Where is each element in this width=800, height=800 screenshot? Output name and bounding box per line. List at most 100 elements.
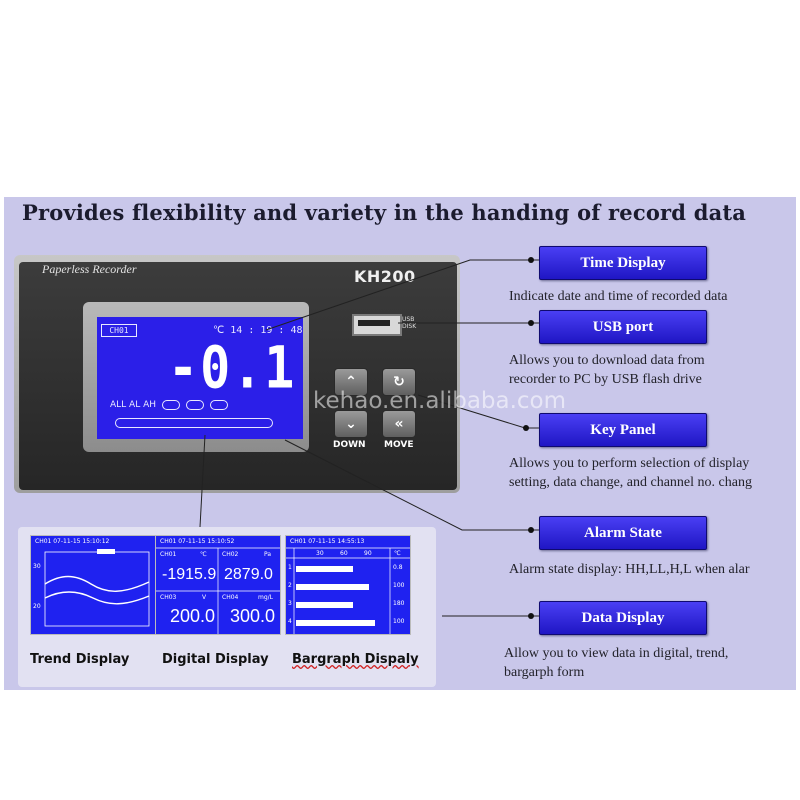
key-panel-button[interactable]: Key Panel [539, 413, 707, 447]
leader-dot-alarm [528, 527, 534, 533]
trend-plot: 30 20 [33, 549, 150, 627]
time-display-text: Indicate date and time of recorded data [509, 287, 727, 306]
headline: Provides flexibility and variety in the … [22, 200, 747, 225]
rotate-key[interactable]: ↻ [382, 368, 416, 396]
usb-label-line: USB [402, 316, 415, 323]
bargraph-row-label: 1 [288, 564, 292, 571]
alarm-indicator [210, 400, 229, 410]
usb-label: USB DISK [402, 316, 416, 330]
bargraph-col-header: 90 [364, 550, 372, 557]
usb-port-button[interactable]: USB port [539, 310, 707, 344]
digital-cell-unit: Pa [264, 551, 272, 558]
lcd-time: ℃ 14 : 19 : 48 [213, 325, 303, 336]
bargraph-bar [296, 620, 375, 626]
leader-line-screen [199, 434, 206, 528]
bargraph-row-label: 4 [288, 618, 292, 625]
trend-header: CH01 07-11-15 15:10:12 [35, 538, 110, 545]
up-key[interactable]: ⌃ [334, 368, 368, 396]
bargraph-display-thumb[interactable]: CH01 07-11-15 14:55:13 30 60 90 ℃ 1 2 3 … [285, 535, 411, 635]
alarm-state-button[interactable]: Alarm State [539, 516, 707, 550]
bargraph-row-label: 3 [288, 600, 292, 607]
digital-display-caption: Digital Display [162, 652, 269, 667]
alarm-label: ALL AL AH [110, 400, 157, 410]
alarm-indicator [186, 400, 205, 410]
callout-line: Allows you to perform selection of displ… [509, 456, 750, 471]
leader-line-time [265, 259, 540, 331]
digital-display-thumb[interactable]: CH01 07-11-15 15:10:52 CH01 ℃ -1915.9 CH… [155, 535, 281, 635]
down-key-label: DOWN [333, 440, 366, 450]
digital-cell-unit: V [202, 594, 207, 601]
bargraph-row-label: 2 [288, 582, 292, 589]
bargraph-grid [286, 547, 410, 634]
bargraph-right-label: 100 [393, 582, 405, 589]
move-key-label: MOVE [384, 440, 414, 450]
digital-header: CH01 07-11-15 15:10:52 [160, 538, 235, 545]
digital-cell-value: 200.0 [170, 606, 216, 626]
callout-line: Allows you to download data from [509, 353, 705, 368]
digital-grid [156, 547, 280, 634]
device-model: KH200 [354, 267, 416, 286]
usb-slot [358, 320, 390, 326]
trend-tick-top: 30 [33, 563, 41, 570]
callout-line: setting, data change, and channel no. ch… [509, 475, 752, 490]
bargraph-bar [296, 602, 353, 608]
digital-cell-value: -1915.9 [162, 566, 217, 583]
callout-line: bargarph form [504, 665, 585, 680]
lcd-alarm-row: ALL AL AH [110, 400, 229, 410]
leader-dot-time [528, 257, 534, 263]
digital-cell-value: 2879.0 [224, 566, 273, 583]
digital-cell-unit: ℃ [200, 551, 207, 558]
digital-cell-value: 300.0 [230, 606, 276, 626]
bargraph-right-label: 180 [393, 600, 405, 607]
digital-cell-label: CH04 [222, 594, 239, 601]
move-key[interactable]: « [382, 410, 416, 438]
lcd-value: -0.1 [168, 334, 297, 402]
trend-tick-bottom: 20 [33, 603, 41, 610]
digital-cell-label: CH03 [160, 594, 177, 601]
data-display-text: Allow you to view data in digital, trend… [504, 644, 728, 682]
digital-cell-unit: mg/L [258, 594, 274, 601]
leader-line-alarm [284, 439, 540, 531]
trend-line-upper [44, 575, 150, 592]
trend-marker [97, 549, 115, 554]
time-display-button[interactable]: Time Display [539, 246, 707, 280]
usb-port-text: Allows you to download data from recorde… [509, 351, 705, 389]
bargraph-col-header: 60 [340, 550, 348, 557]
bargraph-col-header: 30 [316, 550, 324, 557]
trend-display-thumb[interactable]: CH01 07-11-15 15:10:12 30 20 [30, 535, 156, 635]
move-icon: « [394, 416, 404, 432]
bargraph-display-caption: Bargraph Dispaly [292, 652, 419, 667]
bargraph-bar [296, 566, 353, 572]
usb-label-line: DISK [402, 323, 417, 330]
bargraph-bar [296, 584, 369, 590]
rotate-icon: ↻ [393, 374, 405, 390]
leader-dot-data [528, 613, 534, 619]
callout-line: Alarm state display: HH,LL,H,L when alar [509, 562, 750, 577]
leader-dot-key [523, 425, 529, 431]
device-brand: Paperless Recorder [42, 262, 137, 276]
callout-line: recorder to PC by USB flash drive [509, 372, 702, 387]
alarm-state-text: Alarm state display: HH,LL,H,L when alar [509, 560, 750, 579]
watermark: kehao.en.alibaba.com [313, 388, 567, 414]
down-icon: ⌄ [345, 416, 357, 432]
down-key[interactable]: ⌄ [334, 410, 368, 438]
lcd-channel: CH01 [101, 324, 137, 337]
up-icon: ⌃ [345, 374, 357, 390]
key-panel-text: Allows you to perform selection of displ… [509, 454, 752, 492]
leader-dot-usb [528, 320, 534, 326]
bargraph-right-label: 0.8 [393, 564, 403, 571]
bargraph-header: CH01 07-11-15 14:55:13 [290, 538, 365, 545]
trend-display-caption: Trend Display [30, 652, 130, 667]
data-display-button[interactable]: Data Display [539, 601, 707, 635]
alarm-indicator [162, 400, 181, 410]
callout-line: Indicate date and time of recorded data [509, 289, 728, 304]
bargraph-col-header: ℃ [394, 550, 401, 557]
lcd-bar [115, 418, 273, 428]
bargraph-right-label: 100 [393, 618, 405, 625]
digital-cell-label: CH02 [222, 551, 239, 558]
digital-cell-label: CH01 [160, 551, 177, 558]
trend-line-lower [44, 591, 150, 605]
trend-plot-area [44, 551, 150, 627]
callout-line: Allow you to view data in digital, trend… [504, 646, 729, 661]
